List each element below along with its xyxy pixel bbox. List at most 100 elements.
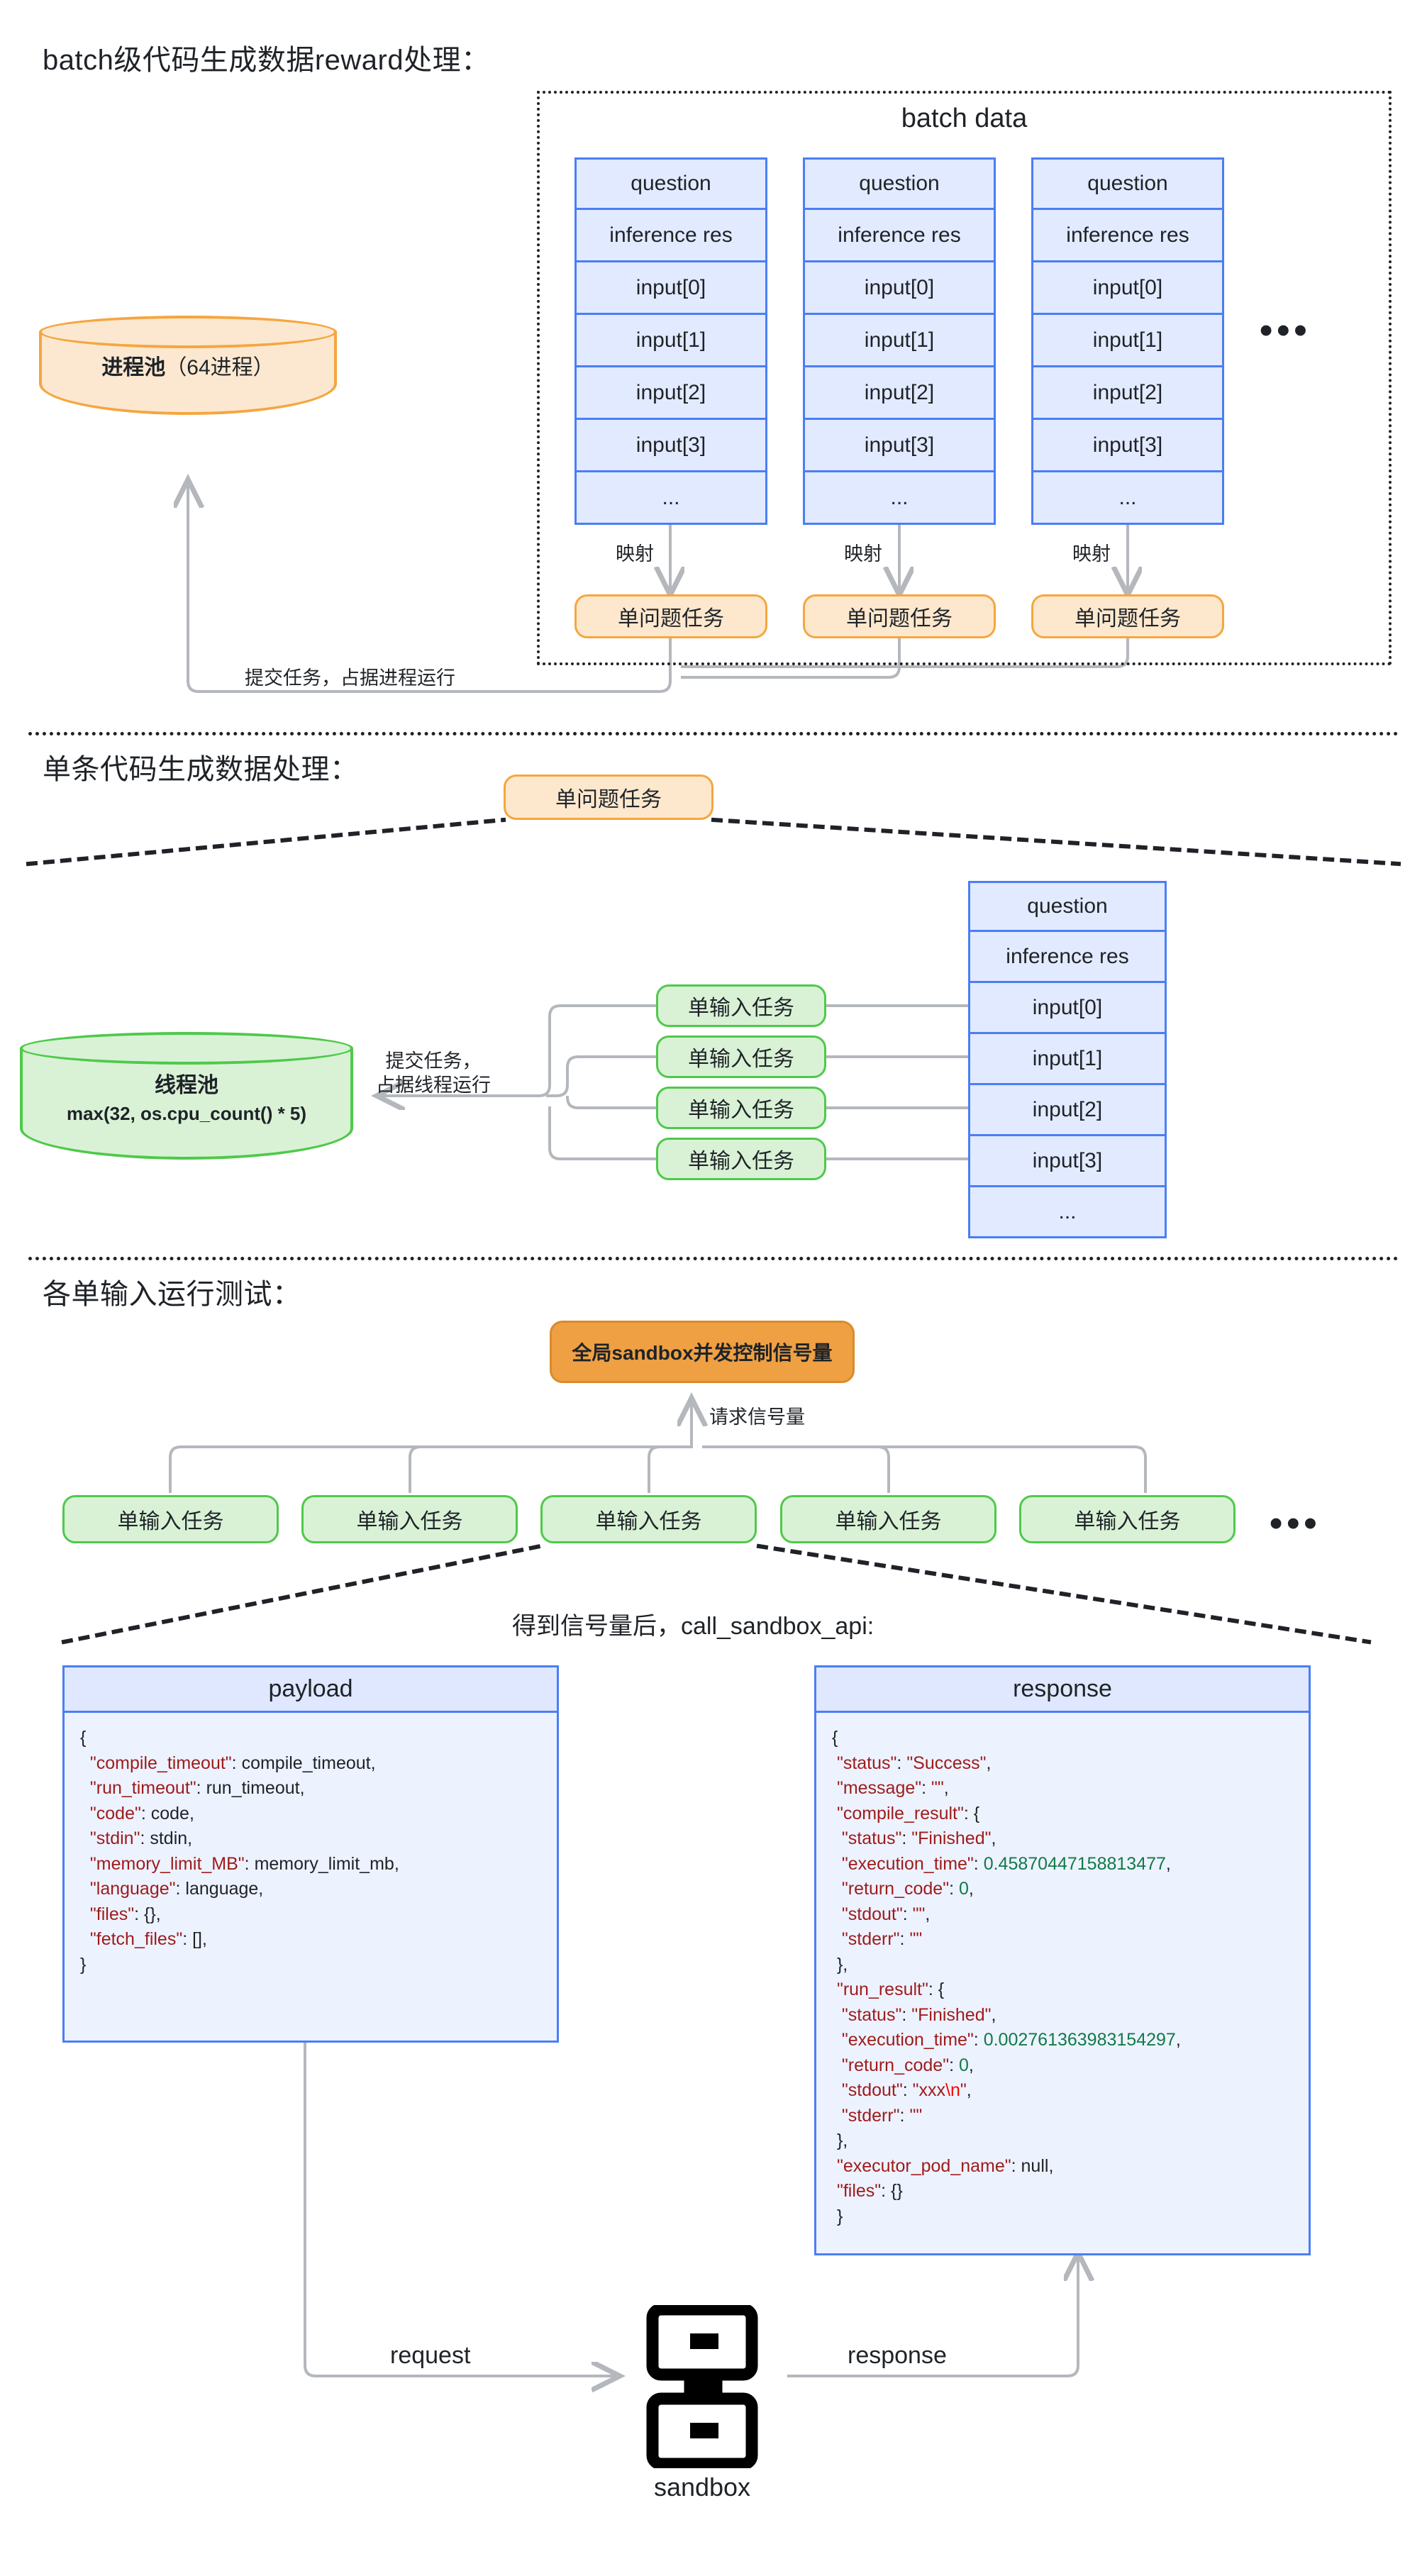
source-single-question-task[interactable]: 单问题任务 (504, 775, 714, 820)
json-token: , (943, 1778, 949, 1798)
data-cell: input[2] (803, 367, 996, 420)
json-line: { (80, 1726, 541, 1751)
submit-task-label-thread: 提交任务， 占据线程运行 (376, 1050, 491, 1098)
single-question-task-1[interactable]: 单问题任务 (574, 594, 767, 638)
json-token: { (80, 1728, 87, 1748)
single-question-task-3[interactable]: 单问题任务 (1031, 594, 1224, 638)
json-token: "memory_limit_MB" (80, 1853, 245, 1874)
data-cell: input[0] (803, 262, 996, 315)
data-cell: input[1] (968, 1034, 1167, 1085)
sandbox-label: sandbox (653, 2472, 751, 2502)
single-question-task-2[interactable]: 单问题任务 (803, 594, 996, 638)
single-input-task-s3-5[interactable]: 单输入任务 (1019, 1495, 1236, 1543)
json-token: : (973, 1853, 984, 1874)
response-edge-label: response (848, 2342, 947, 2369)
submit-task-label-process: 提交任务，占据进程运行 (245, 667, 455, 689)
data-cell: question (574, 157, 767, 210)
json-token: : language, (175, 1879, 264, 1899)
json-token: : (901, 1828, 912, 1848)
cylinder-top (39, 316, 337, 348)
request-semaphore-label: 请求信号量 (709, 1406, 805, 1428)
payload-panel: payload { "compile_timeout": compile_tim… (62, 1665, 559, 2043)
data-cell: question (803, 157, 996, 210)
data-cell: input[0] (574, 262, 767, 315)
data-cell: input[3] (574, 420, 767, 472)
json-token: "Success" (906, 1753, 987, 1773)
json-token: "" (909, 2105, 923, 2126)
single-input-task-s2-1[interactable]: 单输入任务 (656, 984, 826, 1027)
data-cell: input[0] (1031, 262, 1224, 315)
json-token: "compile_timeout" (80, 1753, 232, 1773)
payload-title: payload (65, 1667, 557, 1713)
json-line: }, (832, 2128, 1293, 2154)
single-input-task-s2-3[interactable]: 单输入任务 (656, 1087, 826, 1129)
data-cell: input[2] (1031, 367, 1224, 420)
data-cell: input[2] (574, 367, 767, 420)
json-token: \n (945, 2080, 960, 2100)
single-input-task-s3-3[interactable]: 单输入任务 (540, 1495, 757, 1543)
json-line: "execution_time": 0.45870447158813477, (832, 1852, 1293, 1877)
json-token: "code" (80, 1803, 141, 1823)
batch-data-container (537, 91, 1392, 665)
thread-pool-detail: max(32, os.cpu_count() * 5) (66, 1102, 307, 1124)
json-token: : (949, 1879, 959, 1899)
batch-columns-ellipsis: ••• (1260, 310, 1311, 351)
json-token: "Finished" (911, 2004, 992, 2025)
process-pool-cylinder: 进程池（64进程） (39, 316, 337, 415)
json-token: , (966, 2080, 972, 2100)
json-line: }, (832, 1953, 1293, 1978)
section-divider-2 (28, 1257, 1399, 1260)
json-token: , (1165, 1853, 1171, 1874)
json-line: "stdout": "xxx\n", (832, 2078, 1293, 2104)
json-token: : [], (182, 1929, 207, 1949)
json-token: : stdin, (140, 1828, 193, 1848)
single-input-task-s2-2[interactable]: 单输入任务 (656, 1036, 826, 1078)
json-token: } (832, 2206, 843, 2226)
json-line: "fetch_files": [], (80, 1927, 541, 1953)
batch-column-3: question inference res input[0] input[1]… (1031, 157, 1224, 525)
json-line: "compile_result": { (832, 1801, 1293, 1827)
json-line: "stderr": "" (832, 1927, 1293, 1953)
json-line: "code": code, (80, 1801, 541, 1827)
single-input-task-s2-4[interactable]: 单输入任务 (656, 1138, 826, 1180)
json-token: "return_code" (832, 1879, 950, 1899)
json-line: "execution_time": 0.002761363983154297, (832, 2028, 1293, 2053)
json-token: "status" (832, 1753, 897, 1773)
json-line: "status": "Finished", (832, 1826, 1293, 1852)
process-pool-detail: （64进程） (165, 356, 274, 379)
json-token: { (832, 1728, 838, 1748)
json-token: "stderr" (832, 2105, 900, 2126)
single-input-task-s3-4[interactable]: 单输入任务 (780, 1495, 996, 1543)
data-cell: inference res (968, 932, 1167, 983)
json-token: "" (912, 1904, 926, 1924)
json-token: , (1175, 2030, 1181, 2050)
json-token: "stdout" (832, 1904, 903, 1924)
json-line: { (832, 1726, 1293, 1751)
single-input-task-s3-1[interactable]: 单输入任务 (62, 1495, 279, 1543)
json-token: : run_timeout, (196, 1778, 305, 1798)
json-token: " (960, 2080, 967, 2100)
json-token: 0.45870447158813477 (983, 1853, 1166, 1874)
json-token: "status" (832, 1828, 902, 1848)
json-token: 0 (958, 1879, 969, 1899)
single-input-task-s3-2[interactable]: 单输入任务 (301, 1495, 518, 1543)
json-token: 0.002761363983154297 (983, 2030, 1176, 2050)
json-token: "compile_result" (832, 1803, 964, 1823)
json-token: : (901, 2004, 912, 2025)
json-token: : (921, 1778, 932, 1798)
json-token: "execution_time" (832, 2030, 974, 2050)
json-token: } (80, 1954, 87, 1975)
json-token: "run_timeout" (80, 1778, 196, 1798)
json-token: }, (832, 2131, 848, 2150)
data-cell: input[1] (803, 315, 996, 367)
json-token: "files" (832, 2181, 882, 2201)
global-sandbox-semaphore[interactable]: 全局sandbox并发控制信号量 (550, 1321, 855, 1383)
json-line: "return_code": 0, (832, 1877, 1293, 1902)
json-token: "status" (832, 2004, 902, 2025)
json-token: , (968, 1879, 974, 1899)
response-panel: response { "status": "Success", "message… (814, 1665, 1311, 2255)
json-line: "status": "Success", (832, 1751, 1293, 1777)
process-pool-title: 进程池 (101, 356, 166, 379)
json-token: 0 (958, 2055, 969, 2075)
json-token: "" (931, 1778, 944, 1798)
